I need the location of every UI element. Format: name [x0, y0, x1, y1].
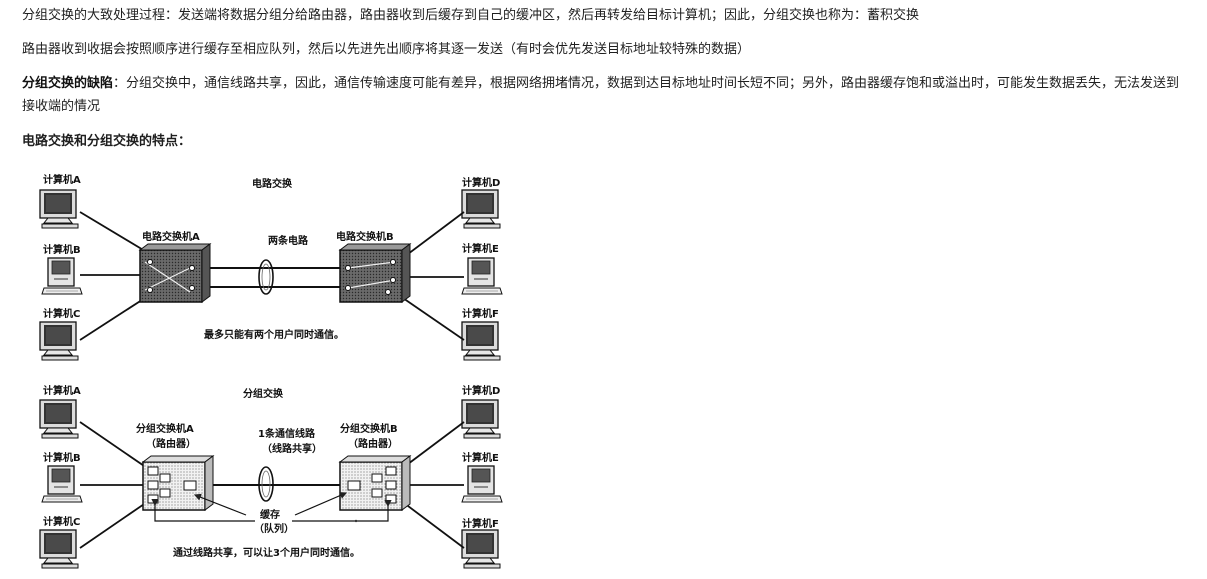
packet-switch-b [338, 455, 412, 511]
circuit-computer-e-icon [461, 257, 503, 295]
packet-computer-b-label: 计算机B [43, 451, 81, 464]
circuit-computer-b-label: 计算机B [43, 243, 81, 256]
paragraph-process: 分组交换的大致处理过程：发送端将数据分组分给路由器，路由器收到后缓存到自己的缓冲… [22, 8, 920, 23]
packet-link-label: 1条通信线路 [258, 427, 316, 440]
packet-computer-c-icon [39, 529, 79, 569]
buffer-arrow-right [292, 500, 392, 522]
circuit-line-a [79, 211, 146, 252]
packet-line-c [79, 499, 151, 549]
packet-caption: 通过线路共享，可以让3个用户同时通信。 [173, 546, 360, 559]
packet-line-d [399, 421, 465, 471]
circuit-computer-f-icon [461, 321, 501, 361]
packet-computer-b-icon [41, 465, 83, 503]
buffer-arrow-center-right [294, 492, 348, 516]
circuit-line-d [399, 211, 465, 261]
circuit-computer-a-icon [39, 189, 79, 229]
section-heading: 电路交换和分组交换的特点： [22, 134, 192, 149]
packet-computer-e-icon [461, 465, 503, 503]
packet-switch-b-sublabel: （路由器） [348, 437, 398, 450]
buffer-sublabel: （队列） [254, 522, 294, 535]
circuit-computer-f-label: 计算机F [462, 307, 499, 320]
drawbacks-text: ：分组交换中，通信线路共享，因此，通信传输速度可能有差异，根据网络拥堵情况，数据… [22, 76, 1180, 114]
packet-computer-d-icon [461, 399, 501, 439]
circuit-computer-b-icon [41, 257, 83, 295]
packet-computer-d-label: 计算机D [462, 384, 500, 397]
packet-line-a [79, 421, 151, 471]
circuit-computer-c-label: 计算机C [43, 307, 80, 320]
circuit-line-f [399, 295, 465, 341]
packet-line-f [399, 499, 465, 549]
circuit-line-c [79, 297, 146, 341]
buffer-arrow-left [151, 499, 255, 522]
packet-diagram-title: 分组交换 [243, 387, 284, 400]
circuit-computer-c-icon [39, 321, 79, 361]
packet-switch-a [141, 455, 215, 511]
circuit-link-label: 两条电路 [268, 234, 309, 247]
packet-computer-c-label: 计算机C [43, 515, 80, 528]
packet-computer-e-label: 计算机E [462, 451, 499, 464]
packet-switch-a-label: 分组交换机A [136, 422, 194, 435]
packet-computer-f-icon [461, 529, 501, 569]
circuit-switch-b-label: 电路交换机B [336, 230, 394, 243]
circuit-switch-a [138, 243, 212, 303]
circuit-computer-d-label: 计算机D [462, 176, 500, 189]
packet-link-sublabel: （线路共享） [262, 442, 322, 455]
buffer-arrow-center-left [193, 493, 247, 516]
packet-computer-f-label: 计算机F [462, 517, 499, 530]
packet-computer-a-label: 计算机A [43, 384, 81, 397]
drawbacks-heading: 分组交换的缺陷 [22, 76, 114, 91]
circuit-switch-a-label: 电路交换机A [142, 230, 200, 243]
buffer-label: 缓存 [259, 508, 280, 521]
packet-trunk-ring [258, 466, 274, 502]
circuit-computer-a-label: 计算机A [43, 173, 81, 186]
circuit-caption: 最多只能有两个用户同时通信。 [204, 328, 344, 341]
paragraph-queue: 路由器收到收据会按照顺序进行缓存至相应队列，然后以先进先出顺序将其逐一发送（有时… [22, 42, 751, 57]
paragraph-drawbacks: 分组交换的缺陷：分组交换中，通信线路共享，因此，通信传输速度可能有差异，根据网络… [22, 72, 1187, 118]
circuit-switch-b [338, 243, 412, 303]
packet-switch-a-sublabel: （路由器） [146, 437, 196, 450]
packet-switch-b-label: 分组交换机B [340, 422, 398, 435]
circuit-diagram-title: 电路交换 [252, 177, 293, 190]
circuit-computer-d-icon [461, 189, 501, 229]
packet-computer-a-icon [39, 399, 79, 439]
circuit-bundle-ring [258, 259, 274, 295]
circuit-computer-e-label: 计算机E [462, 242, 499, 255]
